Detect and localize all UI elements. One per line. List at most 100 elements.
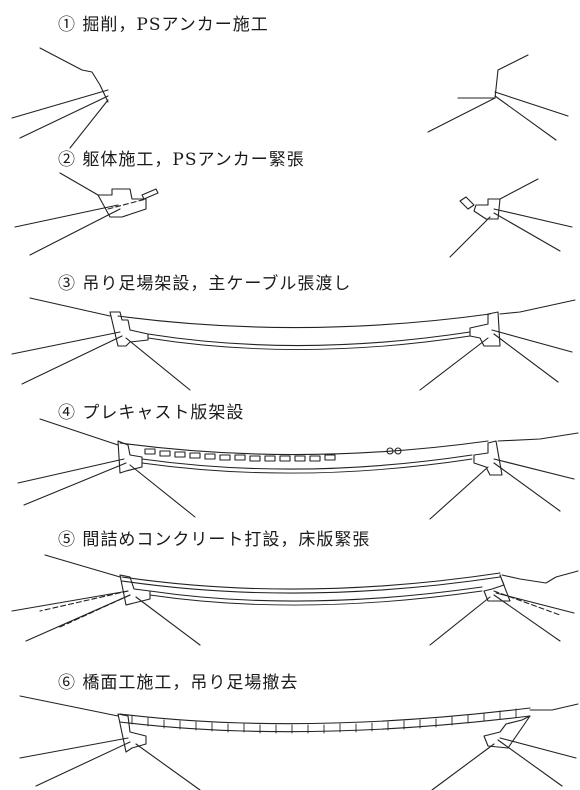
left-anchor-2 bbox=[23, 462, 127, 506]
left-anchor-3 bbox=[135, 743, 201, 790]
left-anchor-2 bbox=[35, 741, 131, 787]
step-3-diagram bbox=[11, 297, 576, 391]
step-1-number: ① bbox=[58, 15, 76, 35]
right-anchor-1 bbox=[493, 208, 573, 228]
step-2-diagram bbox=[14, 172, 573, 258]
left-ground-line bbox=[19, 695, 119, 717]
suspended-scaffold bbox=[141, 454, 473, 470]
left-anchor-1 bbox=[14, 204, 119, 228]
right-anchor-3 bbox=[449, 216, 491, 258]
left-ground-line bbox=[39, 418, 119, 446]
step-4-label: プレキャスト版架設 bbox=[82, 403, 245, 423]
left-anchor-1 bbox=[11, 89, 109, 119]
right-anchor-3 bbox=[419, 337, 489, 391]
step-2-title: ② 躯体施工，PSアンカー緊張 bbox=[58, 145, 305, 170]
step-5-title: ⑤ 間詰めコンクリート打設，床版緊張 bbox=[58, 525, 370, 550]
left-anchor-3 bbox=[69, 99, 109, 149]
right-ground-line bbox=[499, 178, 539, 200]
precast-slab bbox=[324, 454, 336, 461]
right-anchor-3 bbox=[429, 596, 491, 646]
right-abutment bbox=[469, 311, 501, 347]
left-abutment bbox=[117, 713, 147, 753]
right-jack bbox=[459, 196, 475, 210]
step-6-diagram bbox=[19, 695, 579, 790]
right-anchor-2 bbox=[497, 739, 563, 787]
right-anchor-1 bbox=[494, 91, 569, 117]
left-ground-line bbox=[59, 172, 99, 196]
left-abutment bbox=[117, 440, 143, 474]
step-5-number: ⑤ bbox=[58, 530, 76, 550]
step-1-label: 掘削，PSアンカー施工 bbox=[82, 15, 269, 35]
suspended-scaffold bbox=[149, 586, 483, 602]
right-anchor-3 bbox=[431, 743, 495, 790]
left-anchor-3 bbox=[135, 596, 201, 646]
step-5-label: 間詰めコンクリート打設，床版緊張 bbox=[82, 530, 371, 550]
step-6-title: ⑥ 橋面工施工，吊り足場撤去 bbox=[58, 668, 298, 693]
step-2-label: 躯体施工，PSアンカー緊張 bbox=[82, 150, 305, 170]
left-anchor-1 bbox=[11, 590, 129, 612]
precast-slab bbox=[279, 455, 291, 462]
step-3-label: 吊り足場架設，主ケーブル張渡し bbox=[82, 274, 352, 294]
suspended-scaffold-lower bbox=[141, 458, 473, 474]
left-anchor-1 bbox=[11, 331, 121, 355]
left-abutment bbox=[119, 574, 151, 606]
right-anchor-1 bbox=[493, 458, 575, 480]
right-anchor-3 bbox=[429, 466, 489, 520]
right-ground-line bbox=[457, 54, 529, 99]
right-anchor-2 bbox=[493, 333, 559, 383]
step-4-number: ④ bbox=[58, 403, 76, 423]
left-anchor-1 bbox=[19, 737, 129, 759]
deck-pavement-pattern bbox=[131, 708, 517, 734]
left-anchor-2 bbox=[19, 95, 109, 139]
step-4-title: ④ プレキャスト版架設 bbox=[58, 398, 244, 423]
left-ground-line bbox=[44, 554, 121, 578]
precast-slab bbox=[294, 455, 306, 462]
precast-slab bbox=[204, 453, 216, 460]
right-ground-line bbox=[497, 432, 579, 442]
left-anchor-1 bbox=[17, 458, 125, 484]
right-anchor-2 bbox=[493, 212, 561, 252]
precast-slab bbox=[174, 451, 186, 458]
step-1-diagram bbox=[11, 47, 569, 149]
precast-slab bbox=[309, 455, 321, 462]
deck-top bbox=[119, 707, 531, 725]
left-anchor-2 bbox=[29, 208, 121, 256]
precast-slab bbox=[264, 455, 276, 462]
precast-slab bbox=[159, 450, 171, 457]
step-1-title: ① 掘削，PSアンカー施工 bbox=[58, 10, 269, 35]
right-anchor-2 bbox=[494, 95, 557, 141]
right-abutment bbox=[473, 198, 501, 220]
right-anchor-2 bbox=[493, 594, 561, 642]
erection-device bbox=[394, 447, 402, 455]
precast-slab bbox=[249, 455, 261, 462]
deck-bottom bbox=[119, 715, 531, 733]
step-4-diagram bbox=[17, 418, 579, 520]
step-2-number: ② bbox=[58, 150, 76, 170]
right-abutment bbox=[483, 715, 531, 749]
left-tendon-dashed bbox=[107, 198, 147, 210]
precast-slab bbox=[144, 448, 156, 455]
left-anchor-dashed-1 bbox=[39, 590, 129, 612]
right-ground-line bbox=[529, 703, 579, 711]
right-ground-line bbox=[501, 570, 579, 584]
step-3-number: ③ bbox=[58, 274, 76, 294]
right-abutment bbox=[473, 440, 503, 476]
main-cable bbox=[117, 313, 491, 329]
suspended-scaffold-lower bbox=[149, 590, 483, 606]
left-abutment bbox=[97, 188, 147, 218]
step-5-diagram bbox=[11, 554, 579, 646]
deck-slab-bottom bbox=[121, 576, 501, 594]
suspended-scaffold bbox=[147, 331, 471, 347]
right-ground-line bbox=[499, 299, 576, 315]
suspended-scaffold-lower bbox=[147, 335, 471, 350]
precast-slab bbox=[189, 452, 201, 459]
step-6-number: ⑥ bbox=[58, 673, 76, 693]
left-jack bbox=[141, 188, 159, 200]
left-anchor-3 bbox=[129, 464, 196, 518]
left-ground-line bbox=[39, 47, 109, 103]
right-abutment bbox=[483, 574, 511, 602]
right-anchor-3 bbox=[427, 97, 496, 133]
left-anchor-2 bbox=[25, 594, 131, 642]
right-anchor-1 bbox=[491, 329, 573, 353]
precast-slab bbox=[234, 454, 246, 461]
